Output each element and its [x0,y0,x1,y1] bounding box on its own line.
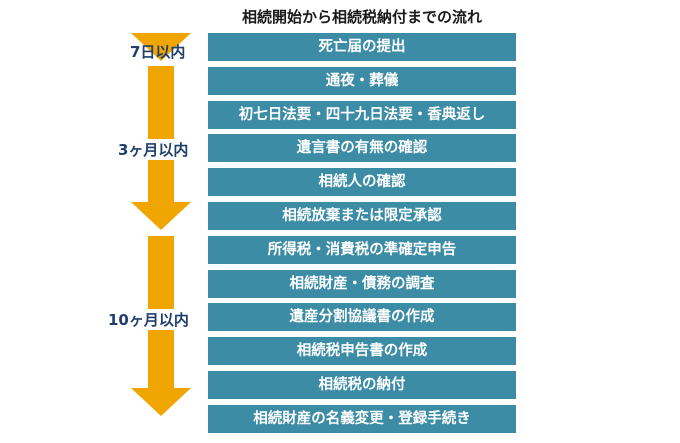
step-tax-return: 相続税申告書の作成 [208,337,516,366]
period-label-3months: 3ヶ月以内 [116,139,191,160]
step-will-check: 遺言書の有無の確認 [208,134,516,163]
step-memorial-services: 初七日法要・四十九日法要・香典返し [208,100,516,129]
step-death-notice: 死亡届の提出 [208,33,516,61]
period-label-10months: 10ヶ月以内 [106,309,191,330]
step-renunciation: 相続放棄または限定承認 [208,201,516,230]
period-arrow-10months [131,236,191,416]
period-label-7days: 7日以内 [130,43,186,61]
step-division-agreement: 遺産分割協議書の作成 [208,303,516,332]
arrow-head [131,33,191,61]
step-quasi-final-return: 所得税・消費税の準確定申告 [208,235,516,264]
step-heir-check: 相続人の確認 [208,168,516,197]
period-arrow-7days [131,33,191,61]
step-tax-payment: 相続税の納付 [208,370,516,399]
steps-column: 死亡届の提出 通夜・葬儀 初七日法要・四十九日法要・香典返し 遺言書の有無の確認… [208,33,516,439]
arrow-head [131,202,191,230]
diagram-title: 相続開始から相続税納付までの流れ [241,8,482,26]
arrow-head [131,388,191,416]
step-funeral: 通夜・葬儀 [208,66,516,95]
arrow-shaft [148,66,174,202]
step-title-transfer: 相続財産の名義変更・登録手続き [208,404,516,433]
step-asset-survey: 相続財産・債務の調査 [208,269,516,298]
period-arrow-3months [131,66,191,230]
